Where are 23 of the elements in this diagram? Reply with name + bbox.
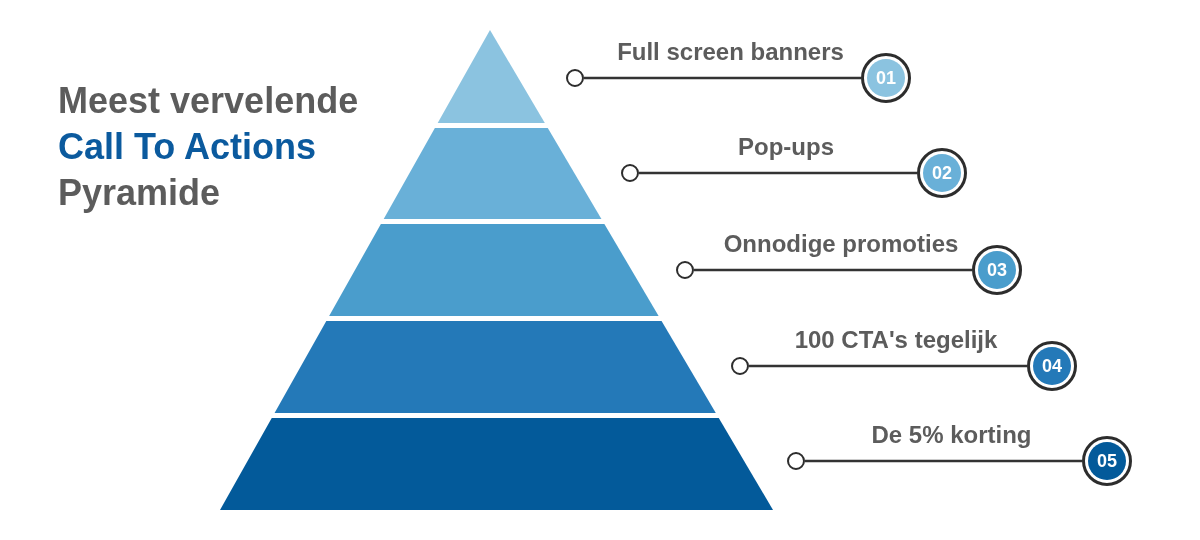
number-text: 02 — [932, 161, 952, 185]
leader-line — [584, 76, 861, 80]
edge-label: Full screen banners — [617, 38, 844, 66]
number-text: 01 — [876, 66, 896, 90]
number-text: 05 — [1097, 449, 1117, 473]
edge-label: Pop-ups — [738, 133, 834, 161]
leader-line — [639, 171, 917, 175]
number-badge — [1082, 436, 1132, 486]
number-text: 04 — [1042, 354, 1062, 378]
number-badge — [861, 53, 911, 103]
title-text: Meest vervelende — [58, 79, 359, 123]
leader-line — [805, 459, 1082, 463]
leader-line — [694, 268, 972, 272]
number-badge — [972, 245, 1022, 295]
edge-label: 100 CTA's tegelijk — [794, 326, 998, 354]
edge-label: Onnodige promoties — [723, 230, 959, 258]
number-text: 03 — [987, 258, 1007, 282]
title-text: Pyramide — [58, 171, 222, 215]
leader-line — [749, 364, 1027, 368]
edge-label: De 5% korting — [871, 421, 1032, 449]
number-badge — [1027, 341, 1077, 391]
number-badge — [917, 148, 967, 198]
title-text: Call To Actions — [58, 125, 317, 169]
